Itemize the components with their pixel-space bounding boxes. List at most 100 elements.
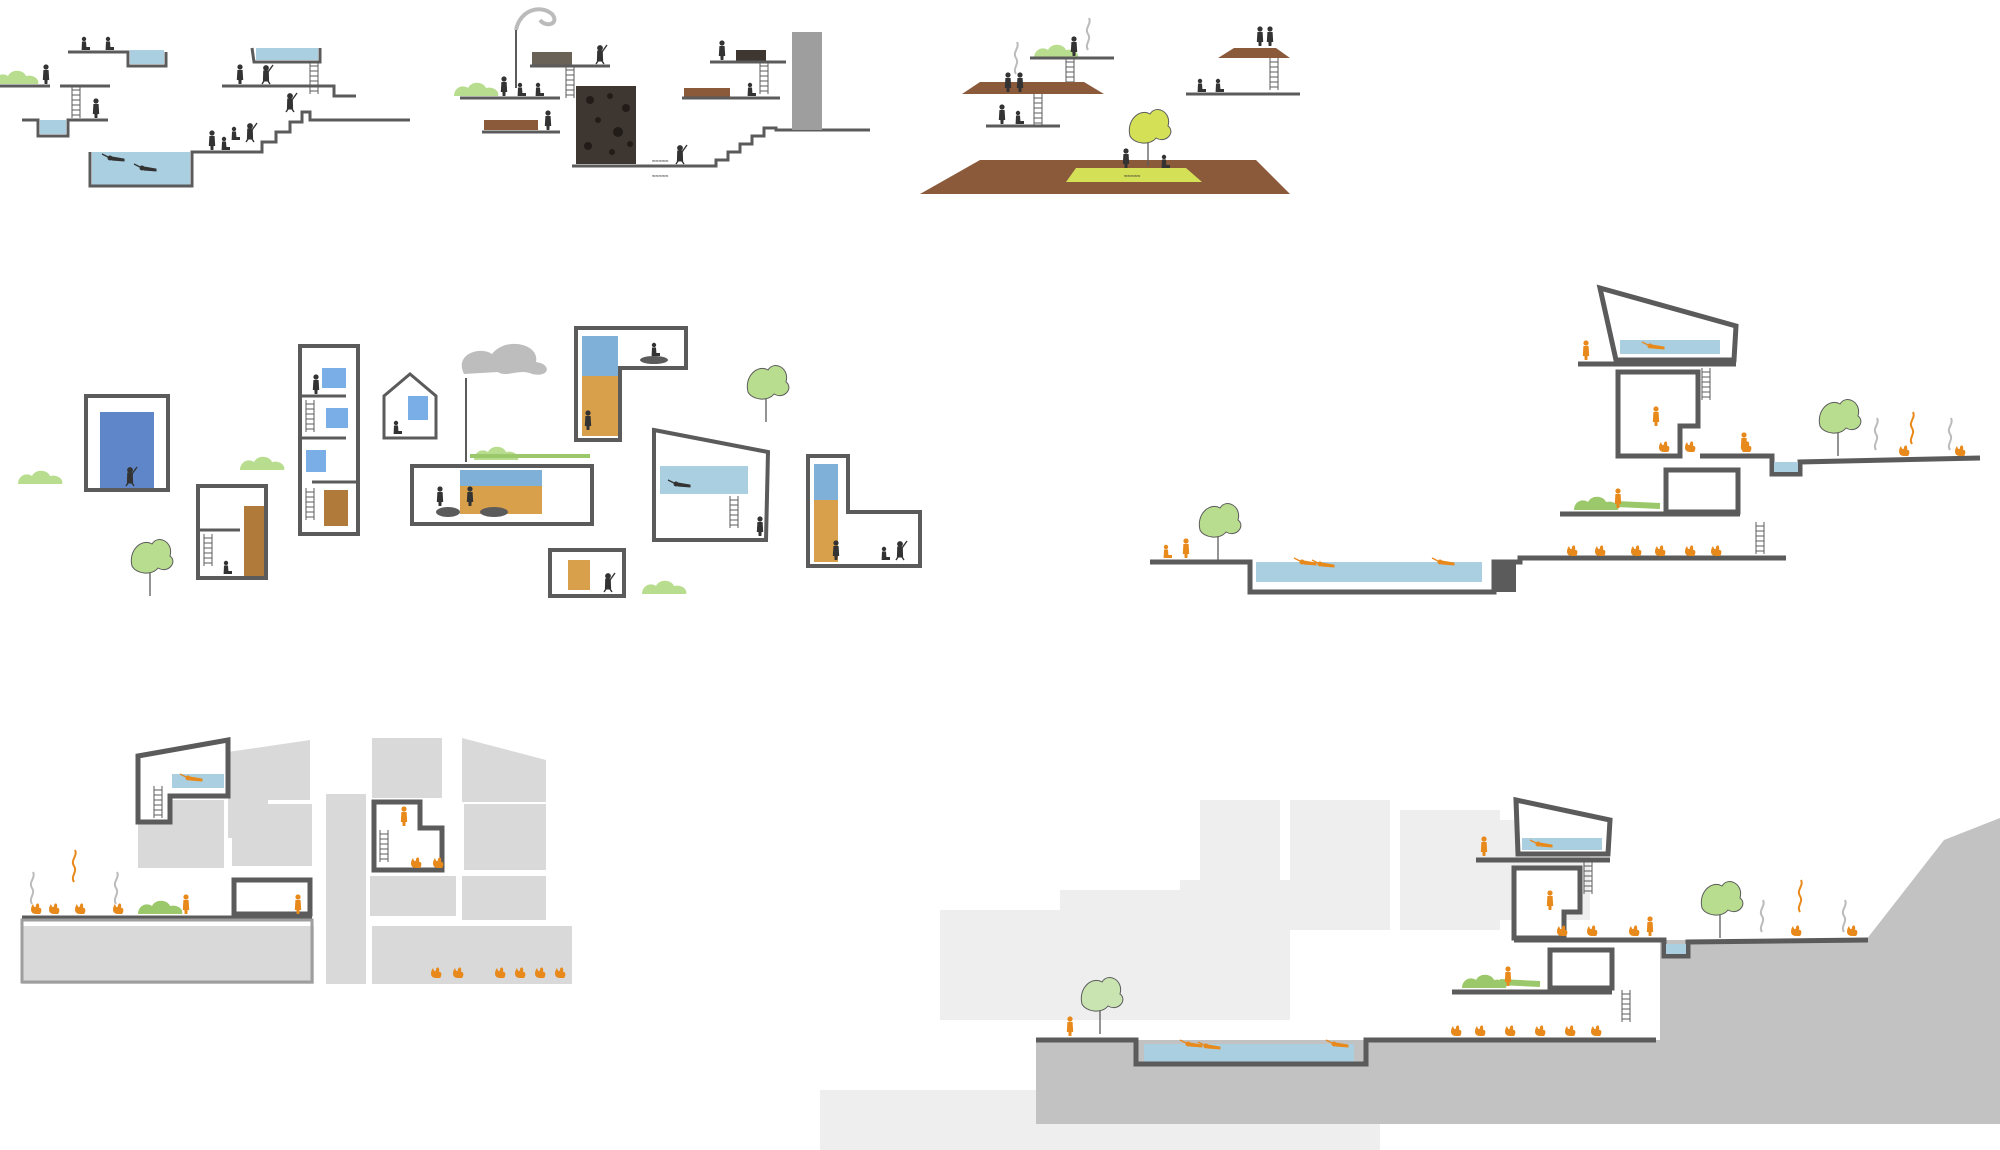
panel-section-hillside xyxy=(820,796,2000,1150)
person-icon xyxy=(231,126,240,140)
wood-strip xyxy=(684,88,730,98)
label-pool-deck: ≈≈≈≈≈ xyxy=(652,174,669,180)
section-ground xyxy=(1036,1037,1656,1067)
pod-middle xyxy=(371,799,445,873)
person-icon xyxy=(236,64,244,84)
smoke-cloud xyxy=(461,343,547,375)
person-icon xyxy=(1646,916,1654,936)
bush-icon xyxy=(138,900,183,914)
tree-icon xyxy=(746,364,790,423)
person-icon xyxy=(1066,1016,1074,1036)
person-icon xyxy=(285,92,298,113)
person-icon xyxy=(42,64,50,84)
room-window xyxy=(322,368,346,388)
person-icon xyxy=(544,110,552,130)
person-icon xyxy=(998,104,1006,124)
ghost-buildings xyxy=(22,738,572,984)
fire-icon xyxy=(1847,925,1858,936)
tree-icon xyxy=(1700,880,1744,939)
person-icon xyxy=(81,36,90,50)
smoke-icon xyxy=(1873,417,1879,451)
lime-lawn xyxy=(1066,168,1202,182)
ladder-icon xyxy=(759,61,769,95)
smoke-icon xyxy=(71,849,77,883)
person-icon xyxy=(245,122,258,143)
fire-icon xyxy=(1899,445,1910,456)
person-icon xyxy=(1582,340,1590,360)
smoke-icon xyxy=(1947,417,1953,451)
person-icon xyxy=(92,98,100,118)
ladder-icon xyxy=(565,65,575,99)
right-pool xyxy=(256,48,318,60)
room-window xyxy=(568,560,590,590)
pod-lower xyxy=(1547,947,1615,991)
smoke-icon xyxy=(1841,899,1847,933)
rock-block xyxy=(576,86,636,164)
person-icon xyxy=(105,36,114,50)
person-icon xyxy=(675,144,688,165)
panel-section-cliff-house xyxy=(1150,284,1981,595)
person-icon xyxy=(595,44,608,65)
wood-platform xyxy=(962,82,1104,94)
ladder-icon xyxy=(1701,367,1711,401)
panel-room-vignettes xyxy=(18,326,922,598)
smoke-icon xyxy=(29,871,35,905)
person-icon xyxy=(1256,26,1264,46)
room-window xyxy=(324,490,348,526)
person-icon xyxy=(261,64,274,85)
person-icon xyxy=(1163,544,1172,558)
ladder-icon xyxy=(1621,989,1631,1023)
wood-platform-small xyxy=(1218,48,1290,58)
bush-icon xyxy=(642,580,687,594)
fire-icon xyxy=(1791,925,1802,936)
fire-icon xyxy=(1587,925,1598,936)
person-icon xyxy=(1266,26,1274,46)
ladder-icon xyxy=(1755,521,1765,555)
fire-icon xyxy=(1629,925,1640,936)
stair-outline xyxy=(572,126,870,168)
bush-icon xyxy=(454,82,499,96)
bush-icon xyxy=(474,446,519,460)
section-pool xyxy=(1256,562,1482,582)
small-pool xyxy=(40,120,66,134)
bush-icon xyxy=(0,70,39,84)
panel-section-dense-context xyxy=(20,737,572,984)
stone-texture xyxy=(736,50,766,62)
person-icon xyxy=(535,82,544,96)
person-icon xyxy=(517,82,526,96)
person-icon xyxy=(182,894,190,914)
smoke-icon xyxy=(1797,879,1803,913)
fire-icon xyxy=(1955,445,1966,456)
room-window xyxy=(244,506,264,576)
concrete-tower xyxy=(792,32,822,130)
upper-pool xyxy=(130,50,164,64)
room-window xyxy=(100,412,154,488)
rock-texture xyxy=(584,93,633,155)
ladder-icon xyxy=(1269,57,1279,91)
person-icon xyxy=(1182,538,1190,558)
fire-icon xyxy=(1685,441,1696,452)
bush-icon xyxy=(240,456,285,470)
smoke-icon xyxy=(113,871,119,905)
section-pool xyxy=(1144,1044,1354,1064)
person-icon xyxy=(1015,110,1024,124)
room-window xyxy=(306,450,326,472)
bush-icon xyxy=(1574,496,1619,510)
bush-icon xyxy=(1462,974,1507,988)
smoke-plume xyxy=(514,7,557,31)
tree-icon xyxy=(130,538,174,597)
person-icon xyxy=(718,40,726,60)
smoke-icon xyxy=(1085,17,1091,51)
bush-icon xyxy=(18,470,63,484)
smoke-icon xyxy=(1759,899,1765,933)
pod-lower xyxy=(1663,467,1741,515)
panel-floating-platforms: ≈≈≈≈≈ xyxy=(920,17,1300,194)
tree-icon xyxy=(1818,398,1862,457)
tree-icon xyxy=(1080,976,1124,1035)
person-icon xyxy=(208,130,216,150)
tree-icon xyxy=(1198,502,1242,561)
person-icon xyxy=(1197,78,1206,92)
person-icon xyxy=(1215,78,1224,92)
person-icon xyxy=(747,82,756,96)
